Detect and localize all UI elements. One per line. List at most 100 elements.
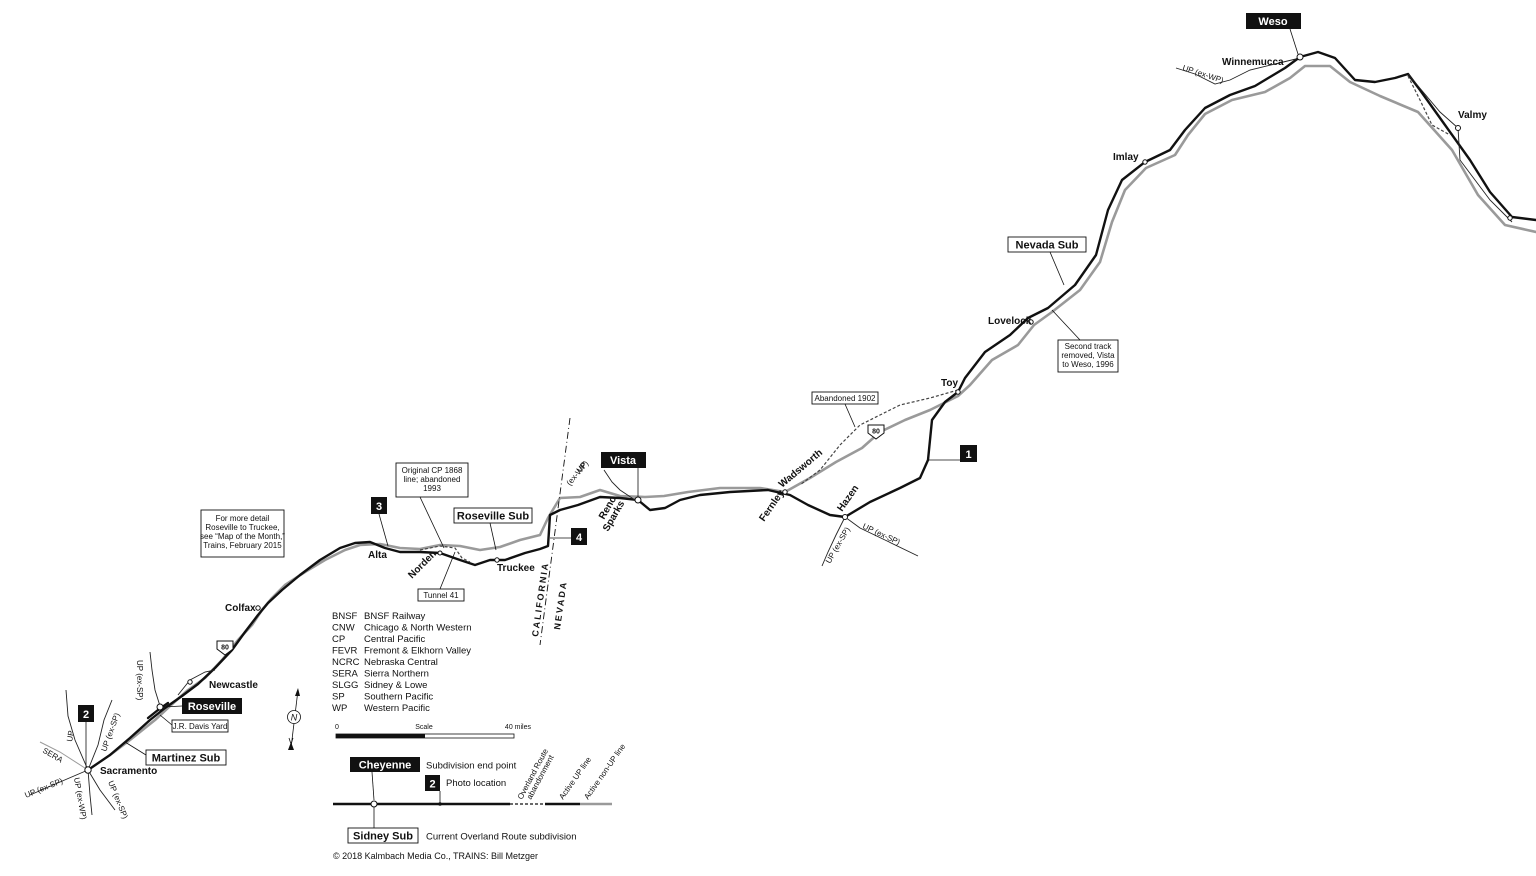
sacramento-up-sp-west	[29, 769, 89, 796]
roseville-branch	[149, 651, 161, 707]
abbr-code-1: CNW	[332, 623, 355, 634]
note-original-cp-line3: 1993	[423, 484, 441, 493]
station-hazen	[842, 514, 848, 520]
north-arrow: N	[287, 688, 301, 750]
photo-location-4: 4	[550, 528, 587, 545]
winnemucca-spur	[1175, 57, 1301, 85]
town-newcastle: Newcastle	[209, 680, 258, 691]
endpoint-weso-label: Weso	[1258, 16, 1287, 28]
station-wadsworth	[782, 489, 788, 495]
town-fernley: Fernley	[757, 488, 787, 524]
abbr-code-5: SERA	[332, 669, 359, 680]
legend: Cheyenne Subdivision end point 2 Photo l…	[333, 742, 628, 844]
yard-label-jr-davis: J.R. Davis Yard	[159, 714, 229, 733]
station-markers	[84, 53, 1513, 774]
station-roseville	[156, 703, 164, 711]
jr-davis-yard-track	[146, 701, 170, 720]
endpoint-roseville-label: Roseville	[188, 701, 236, 713]
label-winnemucca-up-wp: UP (ex-WP)	[1181, 63, 1225, 85]
abbr-name-4: Nebraska Central	[364, 657, 438, 668]
legend-nonup-desc: Active non-UP line	[582, 742, 627, 801]
station-colfax	[255, 605, 261, 611]
station-truckee	[494, 557, 500, 563]
abbr-name-7: Southern Pacific	[364, 692, 433, 703]
sub-label-roseville-text: Roseville Sub	[457, 511, 529, 523]
endpoint-roseville: Roseville	[162, 698, 242, 714]
town-winnemucca: Winnemucca	[1222, 57, 1284, 68]
scale-label: Scale	[415, 724, 433, 731]
town-valmy: Valmy	[1458, 110, 1487, 121]
station-weso	[1296, 53, 1304, 61]
station-newcastle	[187, 679, 193, 685]
scale-bar: 0 Scale 40 miles	[335, 724, 531, 739]
copyright-credit: © 2018 Kalmbach Media Co., TRAINS: Bill …	[333, 851, 538, 861]
note-second-track-line1: Second track	[1065, 342, 1113, 351]
note-second-track-line3: to Weso, 1996	[1062, 360, 1114, 369]
note-more-detail: For more detail Roseville to Truckee, se…	[200, 509, 285, 558]
legend-endpoint-example: Cheyenne	[359, 760, 412, 772]
label-hazen-up-sp-east: UP (ex-SP)	[861, 522, 902, 547]
town-sacramento: Sacramento	[100, 766, 157, 777]
abbr-name-5: Sierra Northern	[364, 669, 429, 680]
sub-label-martinez: Martinez Sub	[124, 741, 227, 766]
sub-label-nevada: Nevada Sub	[1007, 236, 1087, 286]
abbr-code-2: CP	[332, 634, 345, 645]
note-original-cp: Original CP 1868 line; abandoned 1993	[395, 462, 469, 549]
north-arrow-letter: N	[291, 713, 298, 723]
town-truckee: Truckee	[497, 563, 535, 574]
legend-photo-desc: Photo location	[446, 778, 506, 789]
label-sacramento-up: UP	[65, 730, 76, 743]
abbr-name-6: Sidney & Lowe	[364, 680, 427, 691]
note-more-detail-line1: For more detail	[216, 514, 270, 523]
legend-sub-desc: Current Overland Route subdivision	[426, 832, 577, 843]
abbr-code-6: SLGG	[332, 680, 358, 691]
note-more-detail-line3: see “Map of the Month,”	[200, 532, 285, 541]
gray-route-line	[108, 64, 1536, 757]
photo-location-3-number: 3	[376, 501, 382, 513]
label-sacramento-up-sp-s: UP (ex-SP)	[106, 779, 130, 820]
note-second-track-line2: removed, Vista	[1061, 351, 1115, 360]
station-norden	[437, 550, 443, 556]
abbr-code-4: NCRC	[332, 657, 360, 668]
note-more-detail-line4: Trains, February 2015	[203, 541, 282, 550]
legend-photo-example: 2	[429, 779, 435, 791]
abbr-code-3: FEVR	[332, 646, 357, 657]
sub-label-nevada-text: Nevada Sub	[1016, 240, 1079, 252]
abbreviation-list: BNSF BNSF Railway CNW Chicago & North We…	[332, 611, 472, 714]
sacramento-up-sp-south	[87, 769, 116, 811]
highway-shield-nevada: 80	[867, 424, 885, 440]
abbr-code-8: WP	[332, 703, 347, 714]
yard-label-jr-davis-text: J.R. Davis Yard	[173, 722, 228, 731]
abbr-name-3: Fremont & Elkhorn Valley	[364, 646, 471, 657]
label-sacramento-up-sp-w: UP (ex-SP)	[23, 776, 64, 800]
sacramento-up-sp-ne	[87, 699, 113, 771]
photo-location-1-number: 1	[965, 449, 971, 461]
track-layer	[29, 50, 1536, 816]
hazen-east-line	[844, 516, 919, 557]
endpoint-vista-label: Vista	[610, 455, 637, 467]
abbr-code-7: SP	[332, 692, 345, 703]
note-more-detail-line2: Roseville to Truckee,	[205, 523, 279, 532]
hazen-south-line	[821, 516, 846, 567]
up-main-line	[86, 50, 1536, 772]
abbr-name-0: BNSF Railway	[364, 611, 425, 622]
sacramento-up-wp-south	[87, 769, 93, 816]
state-border-line	[539, 417, 571, 646]
sub-label-martinez-text: Martinez Sub	[152, 753, 221, 765]
abbr-code-0: BNSF	[332, 611, 358, 622]
town-toy: Toy	[941, 378, 958, 389]
legend-endpoint-desc: Subdivision end point	[426, 761, 517, 772]
state-label-nevada: NEVADA	[552, 580, 569, 630]
label-roseville-up-sp: UP (ex-SP)	[135, 660, 144, 701]
scale-zero: 0	[335, 724, 339, 731]
label-vista-ex-wp: (ex-WP)	[565, 459, 591, 488]
note-original-cp-line1: Original CP 1868	[402, 466, 463, 475]
station-toy	[955, 389, 961, 395]
photo-location-2: 2	[78, 705, 94, 768]
note-abandoned-1902-text: Abandoned 1902	[815, 394, 877, 403]
vista-spur	[603, 469, 636, 501]
endpoint-vista: Vista	[601, 452, 646, 497]
station-sacramento	[84, 766, 92, 774]
note-original-cp-line2: line; abandoned	[404, 475, 461, 484]
